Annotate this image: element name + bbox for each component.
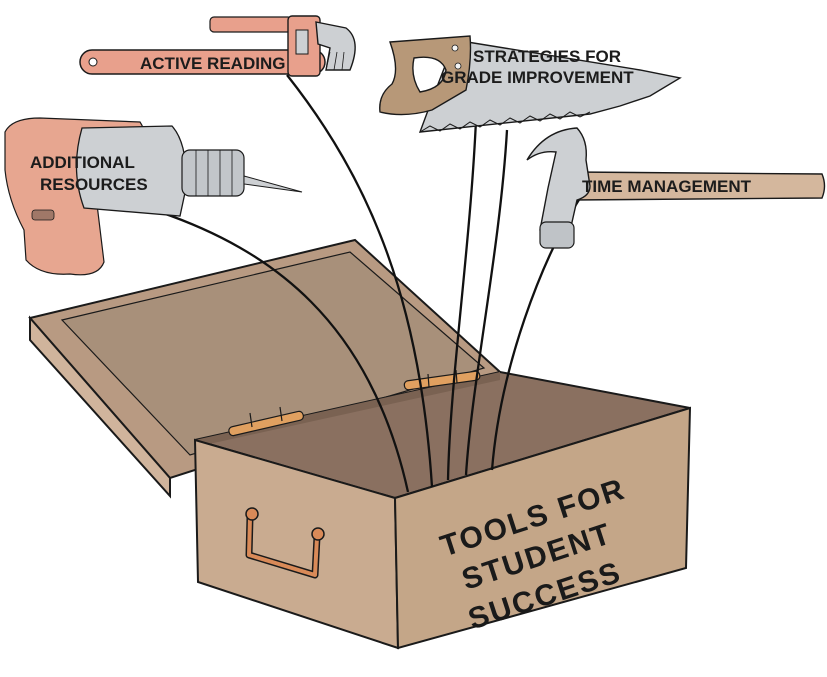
connector-lines bbox=[159, 74, 586, 493]
box-handle-icon[interactable] bbox=[245, 507, 325, 579]
connector-resources bbox=[159, 210, 410, 493]
hammer-handle bbox=[571, 171, 826, 201]
label-active-reading: ACTIVE READING bbox=[140, 54, 285, 73]
label-strategies-line2: GRADE IMPROVEMENT bbox=[441, 68, 634, 87]
drill-chuck bbox=[181, 149, 245, 197]
pipe-wrench-icon bbox=[79, 15, 356, 77]
hinge-icon bbox=[228, 369, 481, 437]
lid-front-edge bbox=[29, 315, 171, 499]
tool-strategies[interactable]: STRATEGIES FOR GRADE IMPROVEMENT bbox=[379, 35, 682, 133]
tool-additional-resources[interactable]: ADDITIONAL RESOURCES bbox=[4, 117, 303, 276]
connector-strategies-1 bbox=[446, 119, 478, 481]
toolbox-body bbox=[193, 370, 692, 650]
tool-time-management[interactable]: TIME MANAGEMENT bbox=[526, 127, 826, 249]
label-resources-line1: ADDITIONAL bbox=[30, 153, 135, 172]
power-drill-icon bbox=[4, 117, 303, 276]
label-strategies-line1: STRATEGIES FOR bbox=[473, 47, 621, 66]
connector-reading bbox=[286, 74, 434, 488]
lid-inner-panel bbox=[60, 251, 486, 456]
toolbox-lid bbox=[28, 238, 502, 499]
drill-bit bbox=[243, 175, 303, 193]
tool-active-reading[interactable]: ACTIVE READING bbox=[79, 15, 356, 77]
hammer-icon bbox=[526, 127, 826, 249]
label-time-management: TIME MANAGEMENT bbox=[582, 177, 752, 196]
saw-handle bbox=[379, 35, 472, 116]
connector-strategies-2 bbox=[464, 129, 509, 476]
label-resources-line2: RESOURCES bbox=[40, 175, 148, 194]
box-front bbox=[393, 406, 692, 650]
drill-motor-housing bbox=[75, 125, 187, 217]
saw-blade bbox=[418, 39, 682, 133]
hand-saw-icon bbox=[379, 35, 682, 133]
